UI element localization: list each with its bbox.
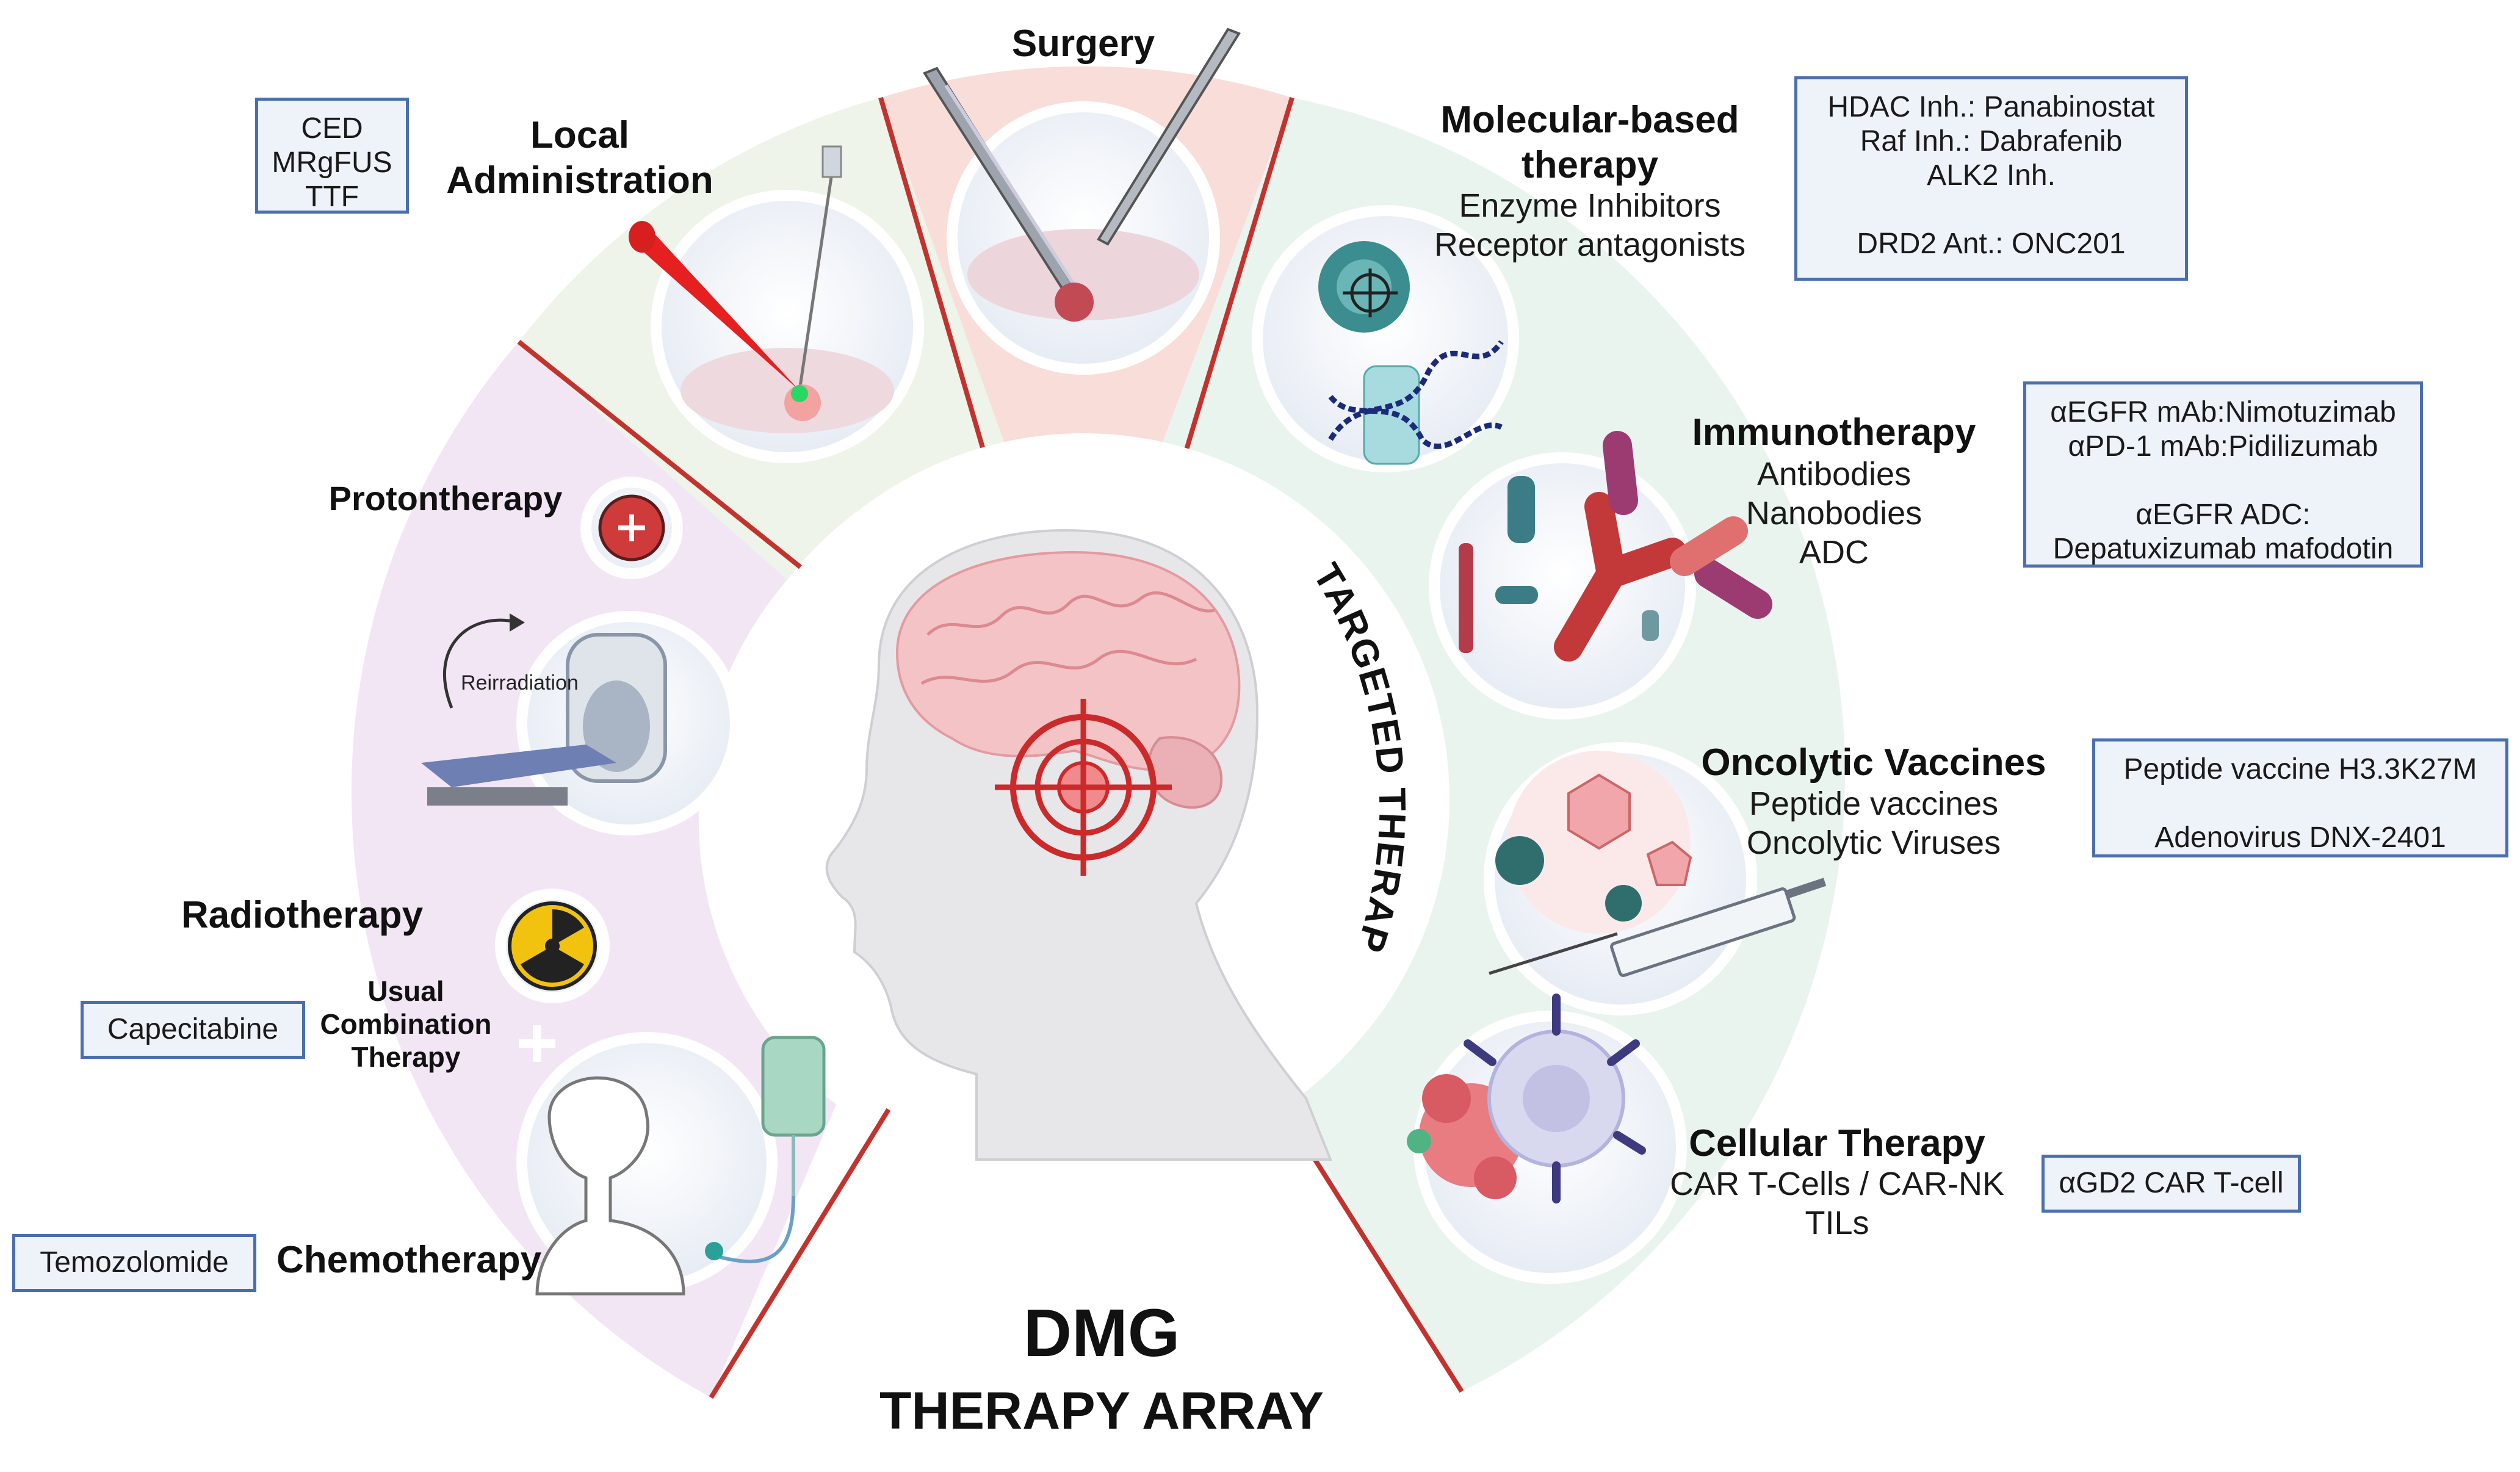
immuno-items: Antibodies Nanobodies ADC xyxy=(1746,456,1922,571)
local-title: Local Administration xyxy=(446,114,713,201)
proton-plus-icon xyxy=(598,494,665,561)
combo-box: Capecitabine xyxy=(81,1001,305,1059)
focused-ultrasound-icon xyxy=(629,145,894,433)
chemo-title: Chemotherapy xyxy=(276,1239,542,1281)
molecular-title: Molecular-based therapy xyxy=(1440,99,1739,186)
cellular-box: αGD2 CAR T-cell xyxy=(2042,1155,2301,1213)
diagram-subtitle: THERAPY ARRAY xyxy=(879,1382,1324,1440)
car-t-cell-icon xyxy=(1407,994,1646,1203)
immuno-title: Immunotherapy xyxy=(1692,411,1976,453)
surgical-instruments-icon xyxy=(923,27,1241,322)
crosshair-target-icon xyxy=(995,699,1172,876)
diagram-title: DMG xyxy=(1023,1296,1180,1371)
proton-title: Protontherapy xyxy=(328,479,563,518)
chemo-box: Temozolomide xyxy=(12,1234,256,1292)
surgery-title: Surgery xyxy=(1011,23,1155,65)
oncolytic-title: Oncolytic Vaccines xyxy=(1701,741,2046,784)
cellular-title: Cellular Therapy xyxy=(1689,1122,1985,1164)
oncolytic-items: Peptide vaccines Oncolytic Viruses xyxy=(1746,785,2001,861)
immuno-box: αEGFR mAb:Nimotuzimab αPD-1 mAb:Pidilizu… xyxy=(2023,381,2423,568)
iv-drip-child-icon xyxy=(535,1036,826,1296)
oncolytic-box: Peptide vaccine H3.3K27M Adenovirus DNX-… xyxy=(2092,738,2508,857)
child-head-brain-icon xyxy=(825,529,1332,1161)
radiation-icon xyxy=(508,901,597,990)
molecular-items: Enzyme Inhibitors Receptor antagonists xyxy=(1434,187,1746,263)
reirradiation-label: Reirradiation xyxy=(461,671,579,695)
enzyme-inhibitor-icon xyxy=(1318,241,1504,465)
local-box: CED MRgFUS TTF xyxy=(255,98,409,214)
combo-title: Usual Combination Therapy xyxy=(320,975,492,1073)
molecular-box: HDAC Inh.: Panabinostat Raf Inh.: Dabraf… xyxy=(1794,76,2188,281)
cellular-items: CAR T-Cells / CAR-NK TILs xyxy=(1669,1166,2005,1241)
radio-title: Radiotherapy xyxy=(181,894,424,936)
mri-scanner-icon xyxy=(421,613,667,806)
virus-syringe-icon xyxy=(1489,751,1827,977)
antibody-icon xyxy=(1459,431,1772,662)
